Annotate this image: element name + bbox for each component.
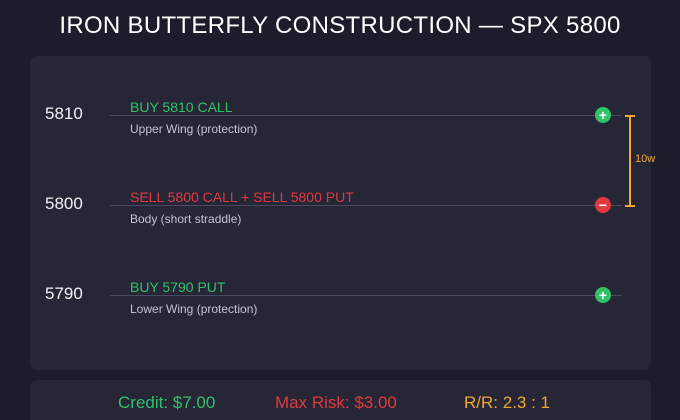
leg-action-body: SELL 5800 CALL + SELL 5800 PUT <box>130 189 354 205</box>
plus-circle-icon: + <box>595 107 611 123</box>
plus-circle-icon: + <box>595 287 611 303</box>
legs-panel <box>30 56 651 370</box>
wing-width-label: 10w <box>635 153 656 165</box>
strike-line-lower <box>110 295 622 296</box>
strike-label-lower: 5790 <box>45 284 83 303</box>
leg-action-upper: BUY 5810 CALL <box>130 99 233 115</box>
strike-line-body <box>110 205 622 206</box>
wing-width-bracket-top <box>625 115 635 117</box>
leg-action-lower: BUY 5790 PUT <box>130 279 226 295</box>
leg-description-upper: Upper Wing (protection) <box>130 122 258 136</box>
wing-width-bracket <box>629 116 631 206</box>
risk-reward-label: R/R: <box>464 393 498 412</box>
risk-reward-metric: R/R: 2.3 : 1 <box>464 393 550 413</box>
leg-description-body: Body (short straddle) <box>130 212 242 226</box>
max-risk-metric: Max Risk: $3.00 <box>275 393 397 412</box>
strike-label-body: 5800 <box>45 194 83 213</box>
summary-panel <box>30 380 651 420</box>
wing-width-bracket-bottom <box>625 205 635 207</box>
strike-label-upper: 5810 <box>45 104 83 123</box>
credit-metric: Credit: $7.00 <box>118 393 216 412</box>
minus-circle-icon: − <box>595 197 611 213</box>
risk-reward-value: 2.3 : 1 <box>502 393 550 412</box>
leg-description-lower: Lower Wing (protection) <box>130 302 258 316</box>
diagram-title: IRON BUTTERFLY CONSTRUCTION — SPX 5800 <box>59 12 621 39</box>
strike-line-upper <box>110 115 622 116</box>
